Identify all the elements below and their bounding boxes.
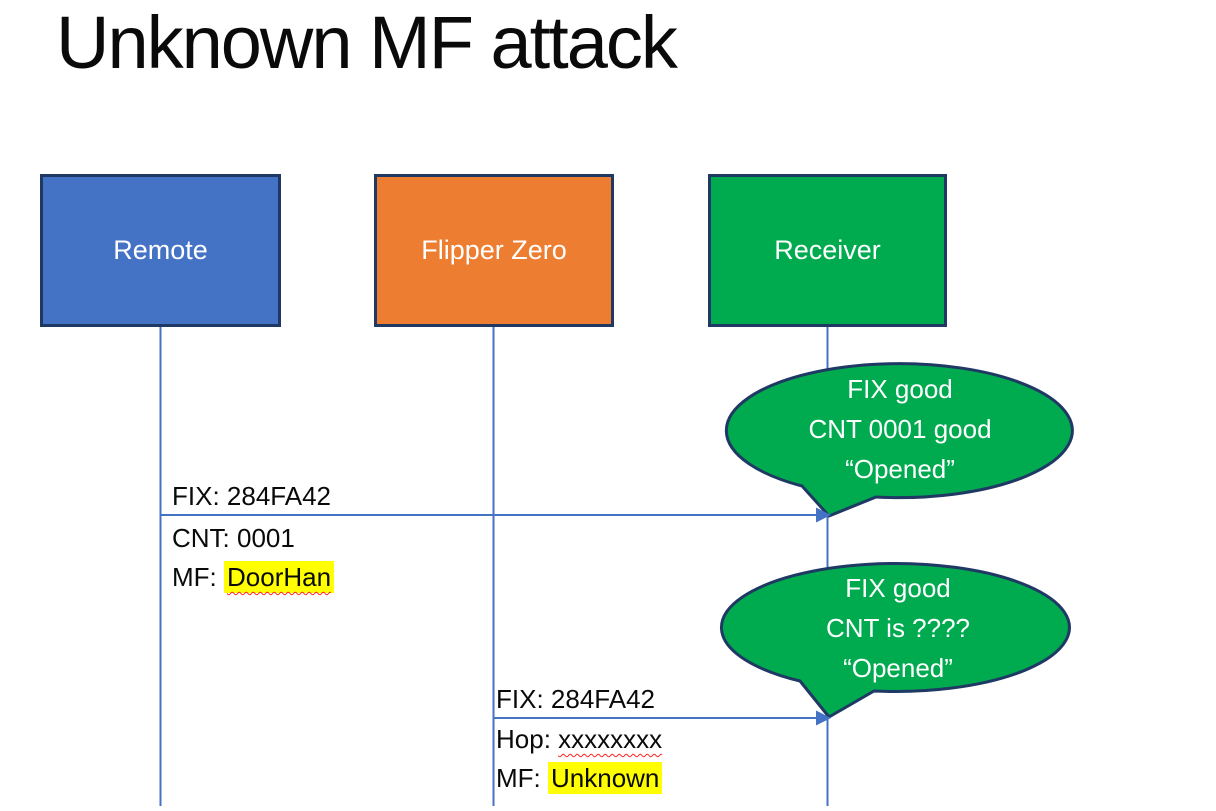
message1-label-details: CNT: 0001 MF: DoorHan <box>172 519 335 597</box>
callout1-line3: “Opened” <box>845 454 955 484</box>
message1-cnt-prefix: CNT: <box>172 523 237 553</box>
callout1-text: FIX good CNT 0001 good “Opened” <box>730 369 1070 489</box>
arrowhead-1-icon <box>816 507 831 523</box>
callout1-line2: CNT 0001 good <box>808 414 992 444</box>
slide-title: Unknown MF attack <box>56 1 678 84</box>
actor-box-flipper-zero: Flipper Zero <box>374 174 614 327</box>
message2-mf-value-highlighted: Unknown <box>548 762 663 794</box>
actor-box-receiver: Receiver <box>708 174 947 327</box>
callout2-text: FIX good CNT is ???? “Opened” <box>728 568 1068 688</box>
message2-hop-prefix: Hop: <box>496 724 559 754</box>
actor-label-remote: Remote <box>113 235 208 265</box>
message1-mf-prefix: MF: <box>172 562 224 592</box>
message2-hop-value-misspelled: xxxxxxxx <box>558 724 663 754</box>
message1-mf-value-highlighted: DoorHan <box>224 561 335 593</box>
arrowhead-2-icon <box>816 710 831 726</box>
actor-box-remote: Remote <box>40 174 281 327</box>
message1-cnt-value: 0001 <box>237 523 295 553</box>
callout1-line1: FIX good <box>847 374 953 404</box>
message2-label-fix: FIX: 284FA42 <box>496 684 655 714</box>
callout-bubble-2 <box>719 561 1071 719</box>
actor-label-flipper-zero: Flipper Zero <box>421 235 567 265</box>
callout2-line2: CNT is ???? <box>825 613 971 643</box>
callout-bubble-1 <box>724 362 1074 518</box>
message2-label-details: Hop: xxxxxxxx MF: Unknown <box>496 720 663 798</box>
message2-mf-prefix: MF: <box>496 763 548 793</box>
callout2-line3: “Opened” <box>843 653 953 683</box>
actor-label-receiver: Receiver <box>774 235 881 265</box>
callout2-line1: FIX good <box>845 573 951 603</box>
message1-label-fix: FIX: 284FA42 <box>172 481 331 511</box>
